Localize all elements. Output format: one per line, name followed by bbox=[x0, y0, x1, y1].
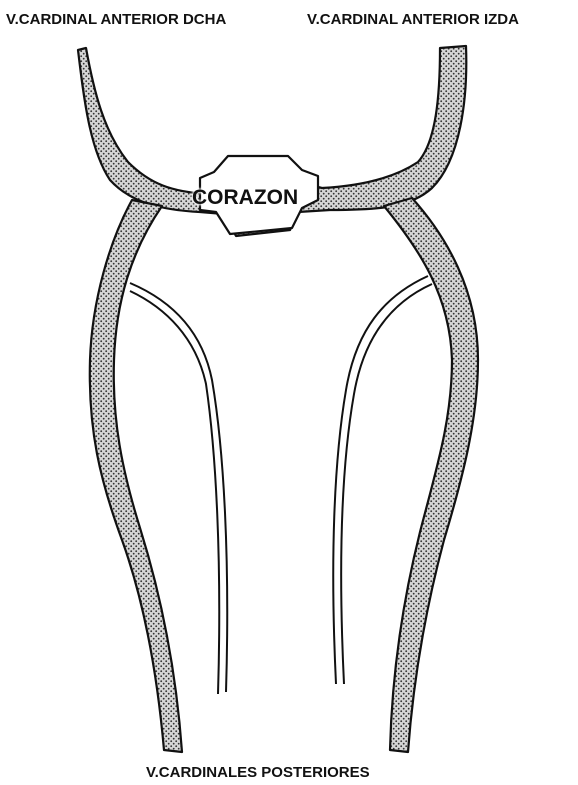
label-posterior-cardinal-veins: V.CARDINALES POSTERIORES bbox=[146, 764, 370, 781]
label-anterior-cardinal-left: V.CARDINAL ANTERIOR IZDA bbox=[307, 11, 519, 28]
label-anterior-cardinal-right: V.CARDINAL ANTERIOR DCHA bbox=[6, 11, 226, 28]
posterior-cardinal-vein-right bbox=[90, 200, 182, 752]
inner-vessel-right bbox=[130, 283, 227, 694]
posterior-cardinal-vein-left bbox=[384, 198, 478, 752]
label-heart: CORAZON bbox=[192, 186, 298, 210]
